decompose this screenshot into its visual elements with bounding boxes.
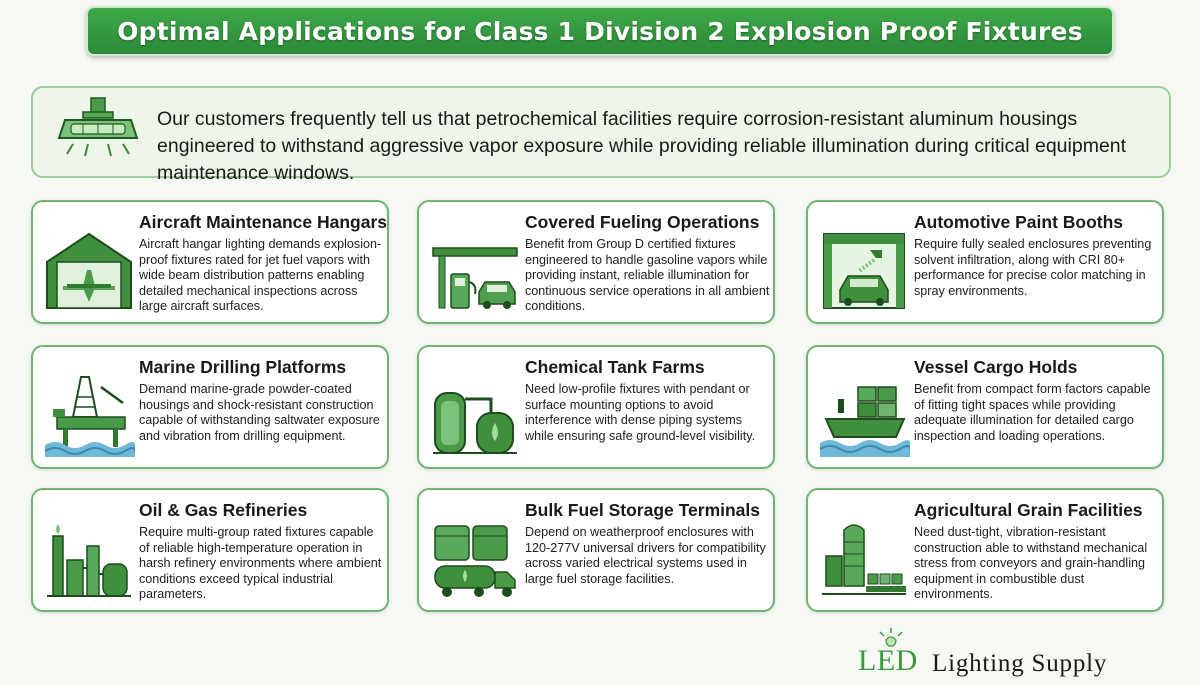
card-title: Agricultural Grain Facilities (914, 500, 1143, 520)
card-vessel-cargo: Vessel Cargo Holds Benefit from compact … (806, 345, 1164, 469)
card-text: Aircraft hangar lighting demands explosi… (139, 237, 382, 314)
card-paint-booths: Automotive Paint Booths Require fully se… (806, 200, 1164, 324)
card-title: Oil & Gas Refineries (139, 500, 308, 520)
card-title: Marine Drilling Platforms (139, 357, 347, 377)
card-text: Benefit from Group D certified fixtures … (525, 237, 770, 314)
refinery-icon (47, 524, 131, 597)
card-title: Chemical Tank Farms (525, 357, 705, 377)
card-title: Vessel Cargo Holds (914, 357, 1078, 377)
card-chemical-tanks: Chemical Tank Farms Need low-profile fix… (417, 345, 775, 469)
card-text: Benefit from compact form factors capabl… (914, 382, 1151, 443)
card-text: Need low-profile fixtures with pendant o… (525, 382, 756, 443)
card-bulk-fuel-storage: Bulk Fuel Storage Terminals Depend on we… (417, 488, 775, 612)
card-aircraft-hangars: Aircraft Maintenance Hangars Aircraft ha… (31, 200, 389, 324)
grain-silo-icon (822, 524, 906, 595)
paint-booth-car-icon (823, 233, 905, 309)
card-title: Automotive Paint Booths (914, 212, 1124, 232)
oil-rig-icon (44, 376, 135, 457)
company-logo: LED Lighting Supply (858, 628, 1170, 678)
lightbulb-icon (879, 628, 903, 647)
title-banner: Optimal Applications for Class 1 Divisio… (86, 6, 1114, 56)
card-title: Aircraft Maintenance Hangars (139, 212, 387, 232)
intro-text: Our customers frequently tell us that pe… (157, 108, 1127, 184)
card-title: Bulk Fuel Storage Terminals (525, 500, 761, 520)
light-fixture-icon (57, 97, 139, 157)
chemical-tanks-icon (433, 392, 517, 454)
card-text: Demand marine-grade powder-coated housin… (139, 382, 380, 443)
card-text: Require fully sealed enclosures preventi… (914, 237, 1152, 298)
logo-brand-text: Lighting Supply (932, 650, 1108, 677)
card-oil-gas-refineries: Oil & Gas Refineries Require multi-group… (31, 488, 389, 612)
fuel-pump-car-icon (432, 247, 518, 309)
cargo-ship-icon (819, 386, 910, 457)
logo-led-text: LED (858, 644, 918, 677)
hangar-airplane-icon (46, 232, 132, 309)
card-agricultural-grain: Agricultural Grain Facilities Need dust-… (806, 488, 1164, 612)
card-covered-fueling: Covered Fueling Operations Benefit from … (417, 200, 775, 324)
card-marine-drilling: Marine Drilling Platforms Demand marine-… (31, 345, 389, 469)
card-text: Require multi-group rated fixtures capab… (139, 525, 382, 602)
page-title: Optimal Applications for Class 1 Divisio… (117, 16, 1083, 46)
card-text: Depend on weatherproof enclosures with 1… (525, 525, 766, 586)
card-title: Covered Fueling Operations (525, 212, 760, 232)
fuel-tanker-icon (434, 525, 516, 597)
intro-box: Our customers frequently tell us that pe… (31, 86, 1171, 184)
card-text: Need dust-tight, vibration-resistant con… (914, 525, 1148, 602)
